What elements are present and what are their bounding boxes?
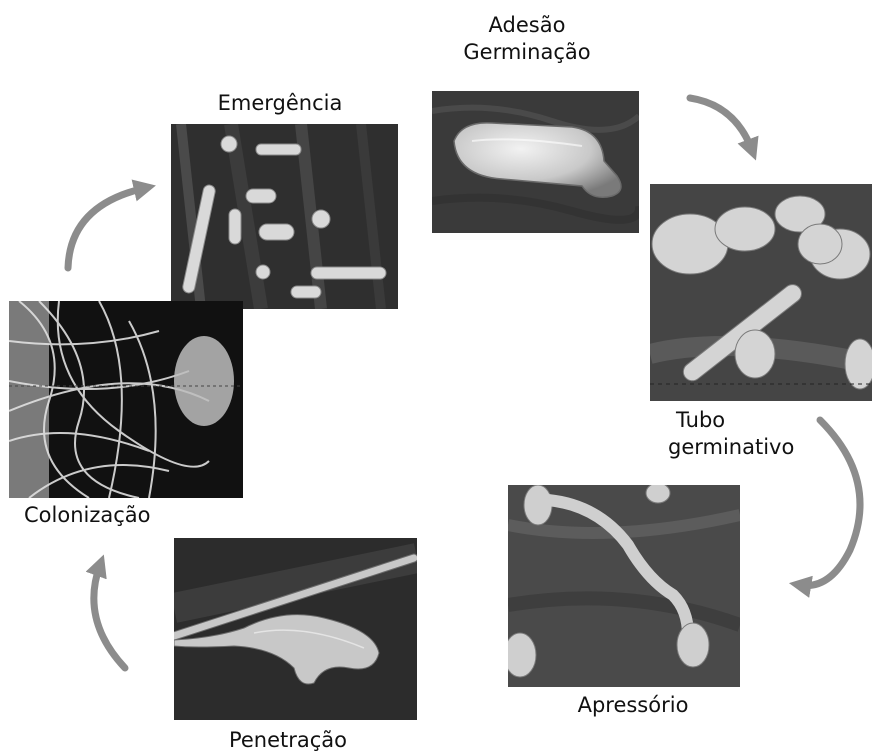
cycle-arrow-icon: [800, 420, 860, 586]
cycle-arrow-icon: [68, 188, 145, 268]
cycle-arrow-icon: [690, 98, 752, 150]
cycle-arrow-icon: [94, 565, 125, 668]
